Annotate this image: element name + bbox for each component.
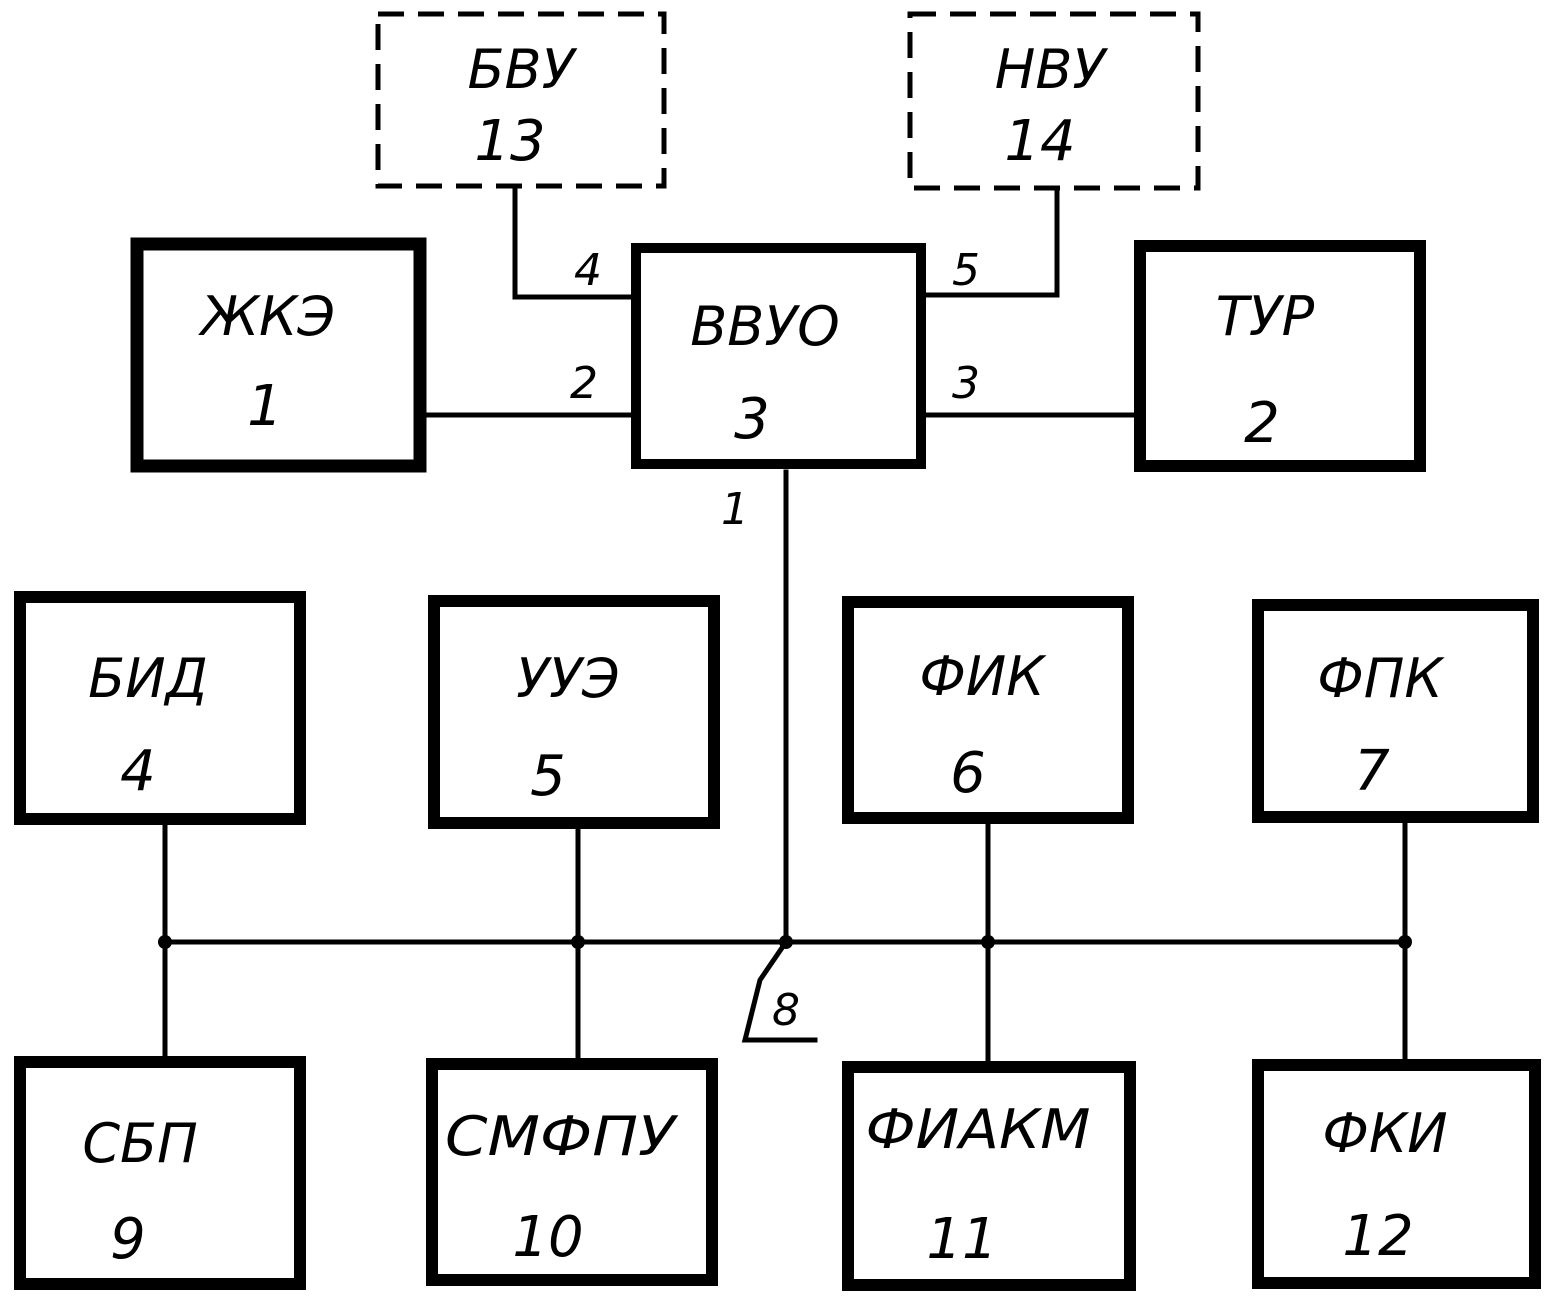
block-bid-name: БИД <box>88 647 208 710</box>
block-nvu-name: НВУ <box>995 38 1109 101</box>
block-fik-name: ФИК <box>919 645 1047 708</box>
block-fik-number: 6 <box>950 741 986 806</box>
block-nvu: НВУ 14 <box>910 14 1198 188</box>
block-tur-name: ТУР <box>1216 285 1315 348</box>
block-bid: БИД 4 <box>20 597 300 819</box>
block-tur-frame <box>1140 246 1420 466</box>
block-nvu-number: 14 <box>1004 109 1075 174</box>
block-fki-name: ФКИ <box>1322 1102 1447 1165</box>
block-zhke: ЖКЭ 1 <box>137 244 420 466</box>
block-tur-number: 2 <box>1244 391 1280 456</box>
block-fpk-frame <box>1258 605 1533 817</box>
block-zhke-name: ЖКЭ <box>198 285 335 348</box>
bus-label: 8 <box>772 985 800 1036</box>
block-fpk: ФПК 7 <box>1258 605 1533 817</box>
junction-dot <box>981 935 995 949</box>
block-bid-number: 4 <box>120 739 156 804</box>
port-label-4: 4 <box>574 245 602 296</box>
block-vvuo-name: ВВУО <box>690 295 840 358</box>
block-zhke-number: 1 <box>247 374 283 439</box>
block-vvuo-number: 3 <box>734 387 770 452</box>
block-sbp: СБП 9 <box>20 1062 300 1284</box>
block-sbp-number: 9 <box>110 1207 146 1272</box>
block-tur: ТУР 2 <box>1140 246 1420 466</box>
block-fik: ФИК 6 <box>848 602 1128 818</box>
block-smfpu-name: СМФПУ <box>445 1105 678 1168</box>
block-smfpu: СМФПУ 10 <box>432 1064 712 1280</box>
block-fpk-number: 7 <box>1354 739 1390 804</box>
block-fki: ФКИ 12 <box>1258 1065 1535 1283</box>
block-bvu-name: БВУ <box>468 38 578 101</box>
junction-dot <box>1398 935 1412 949</box>
block-bvu-number: 13 <box>474 109 545 174</box>
junction-dot <box>158 935 172 949</box>
block-vvuo: ВВУО 3 <box>636 248 921 464</box>
port-label-1: 1 <box>721 484 749 535</box>
block-fiakm: ФИАКМ 11 <box>848 1067 1130 1285</box>
block-uue-number: 5 <box>530 744 566 809</box>
block-bvu: БВУ 13 <box>378 14 664 186</box>
port-label-2: 2 <box>570 358 598 409</box>
block-fpk-name: ФПК <box>1317 647 1445 710</box>
block-fik-frame <box>848 602 1128 818</box>
block-sbp-name: СБП <box>82 1112 197 1175</box>
port-label-5: 5 <box>952 245 980 296</box>
nvu-to-vvuo-line <box>925 193 1057 295</box>
block-smfpu-number: 10 <box>512 1205 583 1270</box>
block-uue: УУЭ 5 <box>434 601 714 823</box>
block-fki-number: 12 <box>1342 1204 1413 1269</box>
junction-dot <box>779 935 793 949</box>
block-fiakm-name: ФИАКМ <box>866 1098 1091 1161</box>
port-label-3: 3 <box>952 358 980 409</box>
block-fiakm-number: 11 <box>926 1207 997 1272</box>
block-uue-name: УУЭ <box>516 647 620 710</box>
junction-dot <box>571 935 585 949</box>
block-uue-frame <box>434 601 714 823</box>
